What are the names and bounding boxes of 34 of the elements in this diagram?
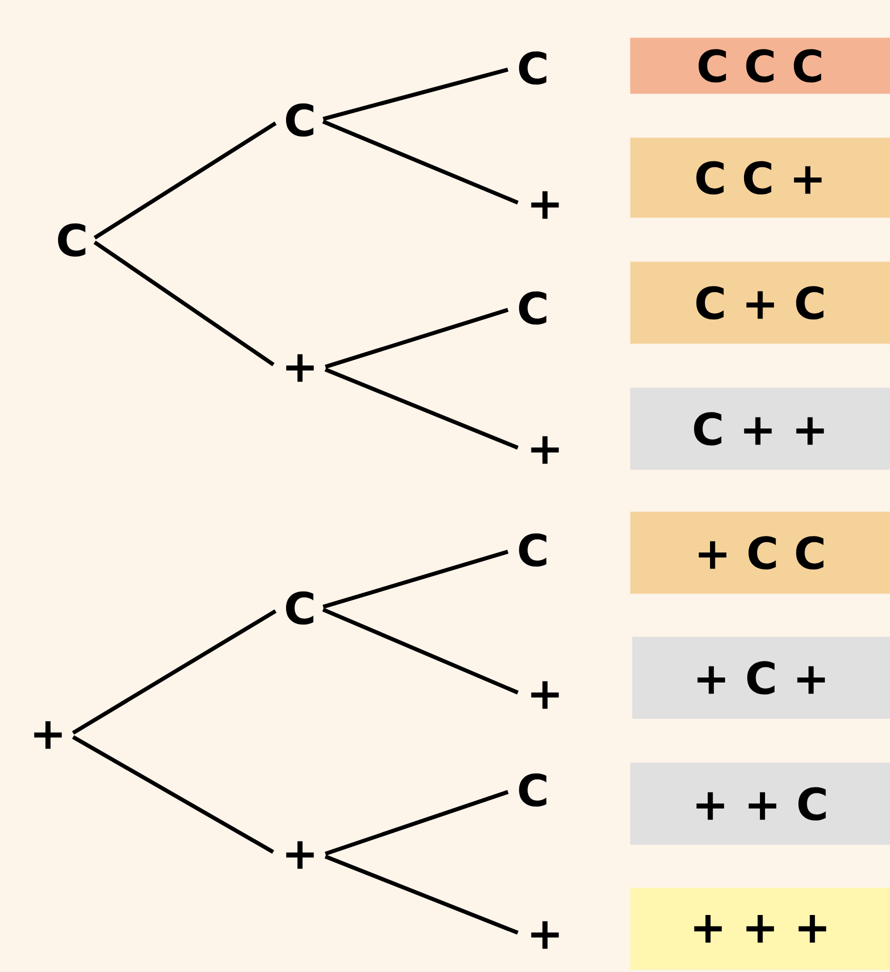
tree-symbol: C xyxy=(519,291,546,325)
tree-symbol: + xyxy=(531,191,559,219)
outcome-box: + C + xyxy=(632,636,890,719)
branch-line xyxy=(324,790,509,856)
tree-symbol: + xyxy=(286,354,314,382)
branch-line xyxy=(324,854,519,935)
outcome-box: C C C xyxy=(630,38,890,94)
branch-line xyxy=(322,608,519,694)
tree-symbol: C xyxy=(58,223,86,257)
tree-symbol: + xyxy=(286,841,314,869)
outcome-box: + + + xyxy=(630,888,890,970)
tree-symbol: + xyxy=(531,681,559,709)
tree-symbol: C xyxy=(286,103,314,137)
tree-symbol: C xyxy=(286,591,314,625)
branch-line xyxy=(94,122,277,240)
outcome-box: + C C xyxy=(630,512,890,594)
outcome-box: C C + xyxy=(630,138,890,218)
branch-line xyxy=(322,550,508,609)
tree-symbol: C xyxy=(519,773,546,807)
outcome-box: C + C xyxy=(630,262,890,344)
tree-symbol: C xyxy=(519,51,546,85)
branch-line xyxy=(72,609,277,735)
branch-line xyxy=(72,735,274,854)
tree-symbol: + xyxy=(531,436,559,464)
branch-line xyxy=(324,368,519,450)
outcome-box: C + + xyxy=(630,388,890,470)
outcome-box: + + C xyxy=(630,762,890,845)
tree-symbol: + xyxy=(34,721,62,749)
branch-line xyxy=(94,240,275,366)
branch-line xyxy=(322,68,508,121)
branch-line xyxy=(324,308,509,369)
branch-line xyxy=(322,120,519,205)
tree-symbol: + xyxy=(531,921,559,949)
tree-symbol: C xyxy=(519,533,546,567)
